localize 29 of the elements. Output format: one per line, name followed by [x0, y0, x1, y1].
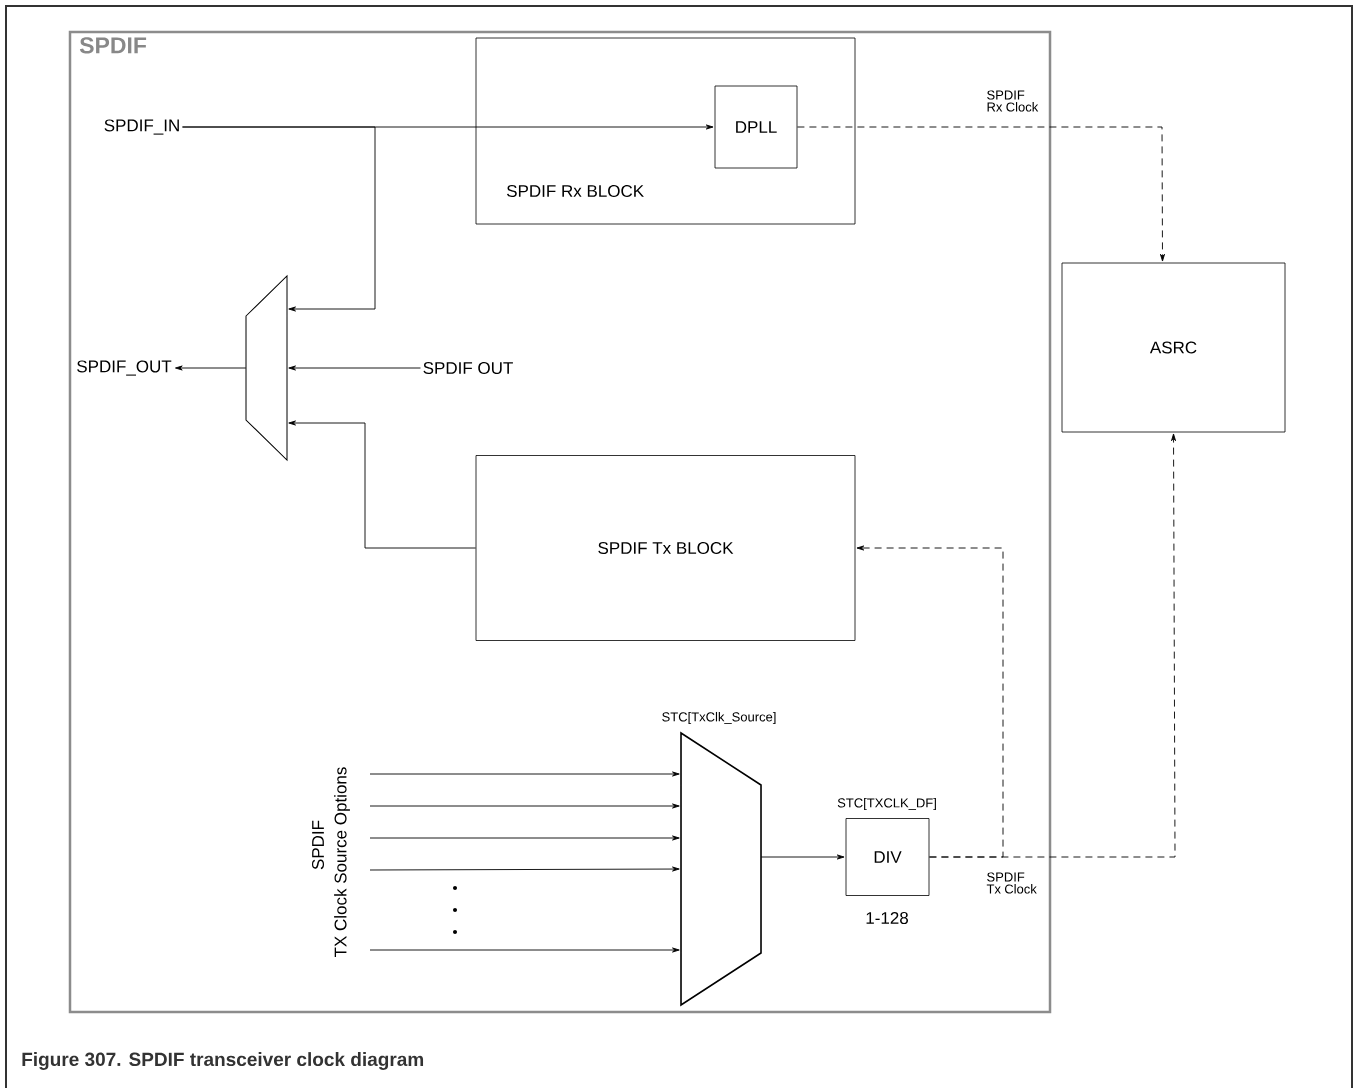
- annotation: 1-128: [866, 912, 908, 925]
- signal-label: SPDIF_IN: [104, 119, 179, 135]
- annotation: STC[TxClk_Source]: [662, 711, 776, 725]
- arrow: [182, 126, 376, 312]
- arrow: [928, 433, 1177, 858]
- block: DIV: [845, 818, 930, 896]
- block: ASRC: [1061, 262, 1286, 433]
- arrow: [369, 803, 680, 809]
- caption: Figure 307. SPDIF transceiver clock diagram: [22, 1052, 424, 1070]
- multiplexer-symbol: [245, 275, 288, 461]
- signal-label: SPDIF_OUT: [77, 360, 172, 376]
- arrow: [288, 420, 477, 549]
- signal-label: SPDIF OUT: [423, 362, 513, 375]
- arrow: [760, 854, 845, 860]
- block: DPLL: [714, 85, 798, 169]
- block: SPDIF Tx BLOCK: [475, 455, 856, 641]
- rotated-label: TX Clock Source Options: [334, 767, 350, 958]
- arrow: [796, 126, 1165, 262]
- rotated-label: SPDIF: [312, 820, 325, 870]
- arrow: [369, 771, 680, 777]
- arrow: [856, 545, 1004, 858]
- arrow: [369, 835, 680, 841]
- edge-label: SPDIF Tx Clock: [985, 871, 1043, 895]
- arrow: [175, 365, 247, 371]
- arrow: [369, 947, 680, 953]
- annotation: STC[TXCLK_DF]: [837, 797, 936, 811]
- edge-label: SPDIF Rx Clock: [985, 89, 1043, 113]
- arrow: [288, 365, 421, 371]
- arrow: [369, 866, 680, 872]
